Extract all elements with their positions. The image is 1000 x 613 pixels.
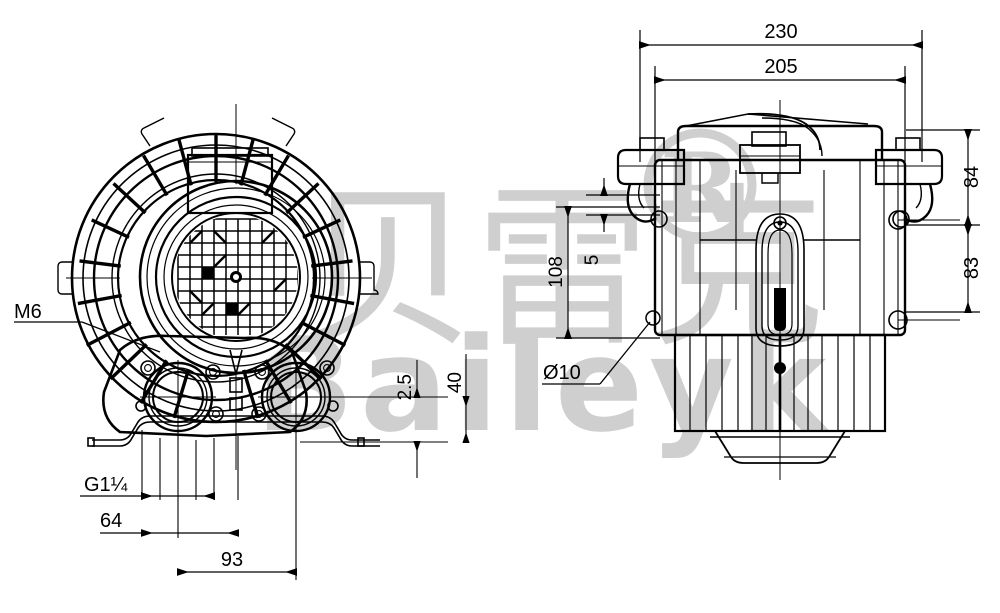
dim-dia10-label: Ø10 [543, 362, 581, 384]
terminal-box [186, 147, 274, 215]
dim-40-label: 40 [445, 372, 466, 393]
dim-83 [906, 223, 980, 314]
dim-108 [556, 205, 660, 340]
dim-dia10 [542, 321, 651, 385]
dim-m6-label: M6 [14, 301, 42, 323]
dim-230-label: 230 [764, 21, 797, 43]
mounting-holes [888, 210, 960, 330]
handle-left [616, 137, 686, 228]
nameplate-boss [700, 213, 860, 347]
dia10-hole [645, 310, 661, 326]
dim-m6 [14, 321, 161, 353]
dim-84-label: 84 [961, 166, 983, 188]
dim-5-label: 5 [582, 255, 603, 266]
flange-ports [102, 334, 372, 470]
dim-83-label: 83 [961, 257, 983, 279]
dim-93-label: 93 [221, 549, 243, 571]
dim-108-label: 108 [546, 256, 567, 288]
handle-right [874, 137, 944, 228]
dim-205 [653, 66, 907, 162]
dim-g114-label: G1¼ [84, 474, 128, 496]
port-divider [229, 349, 243, 411]
dim-2p5 [300, 360, 448, 478]
dim-2p5-label: 2.5 [395, 374, 416, 400]
dim-5 [586, 178, 660, 232]
top-cover [676, 112, 884, 184]
dim-64-label: 64 [100, 510, 122, 532]
bottom-extension-lines [141, 430, 297, 580]
dim-205-label: 205 [764, 56, 797, 78]
housing-lugs [57, 117, 379, 295]
motor-fins [673, 333, 887, 464]
dim-230 [638, 30, 924, 162]
